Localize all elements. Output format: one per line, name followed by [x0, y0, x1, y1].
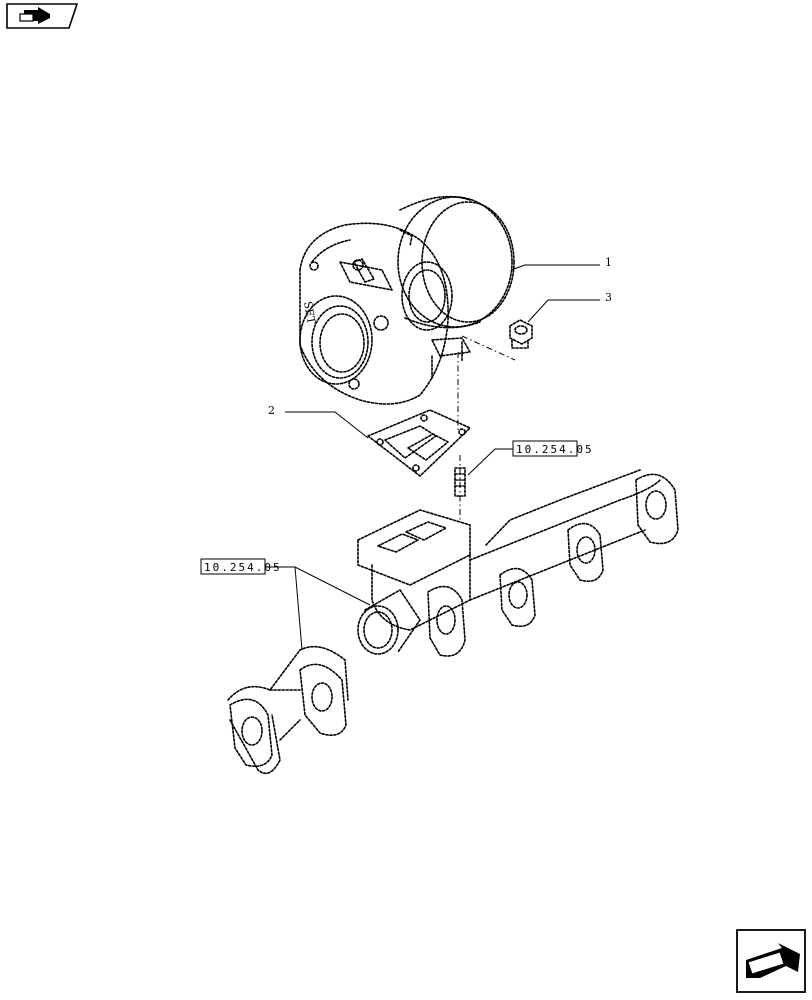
reference-box-lower[interactable]: 10.254.05	[200, 558, 282, 575]
callout-2: 2	[268, 404, 275, 417]
turbocharger: SET	[299, 195, 515, 405]
callout-1: 1	[605, 256, 612, 269]
gasket	[367, 409, 471, 477]
next-page-arrow-icon[interactable]	[736, 929, 806, 993]
svg-text:10.254.05: 10.254.05	[516, 443, 594, 456]
flange-nut	[509, 319, 533, 349]
svg-text:10.254.05: 10.254.05	[204, 561, 282, 574]
front-manifold-section	[227, 645, 349, 775]
exhaust-manifold	[357, 469, 679, 657]
svg-text:SET: SET	[301, 300, 318, 325]
callout-3: 3	[605, 291, 612, 304]
stud-bolt	[454, 467, 466, 497]
reference-box-upper[interactable]: 10.254.05	[512, 440, 594, 457]
previous-page-arrow-icon[interactable]	[6, 3, 79, 29]
